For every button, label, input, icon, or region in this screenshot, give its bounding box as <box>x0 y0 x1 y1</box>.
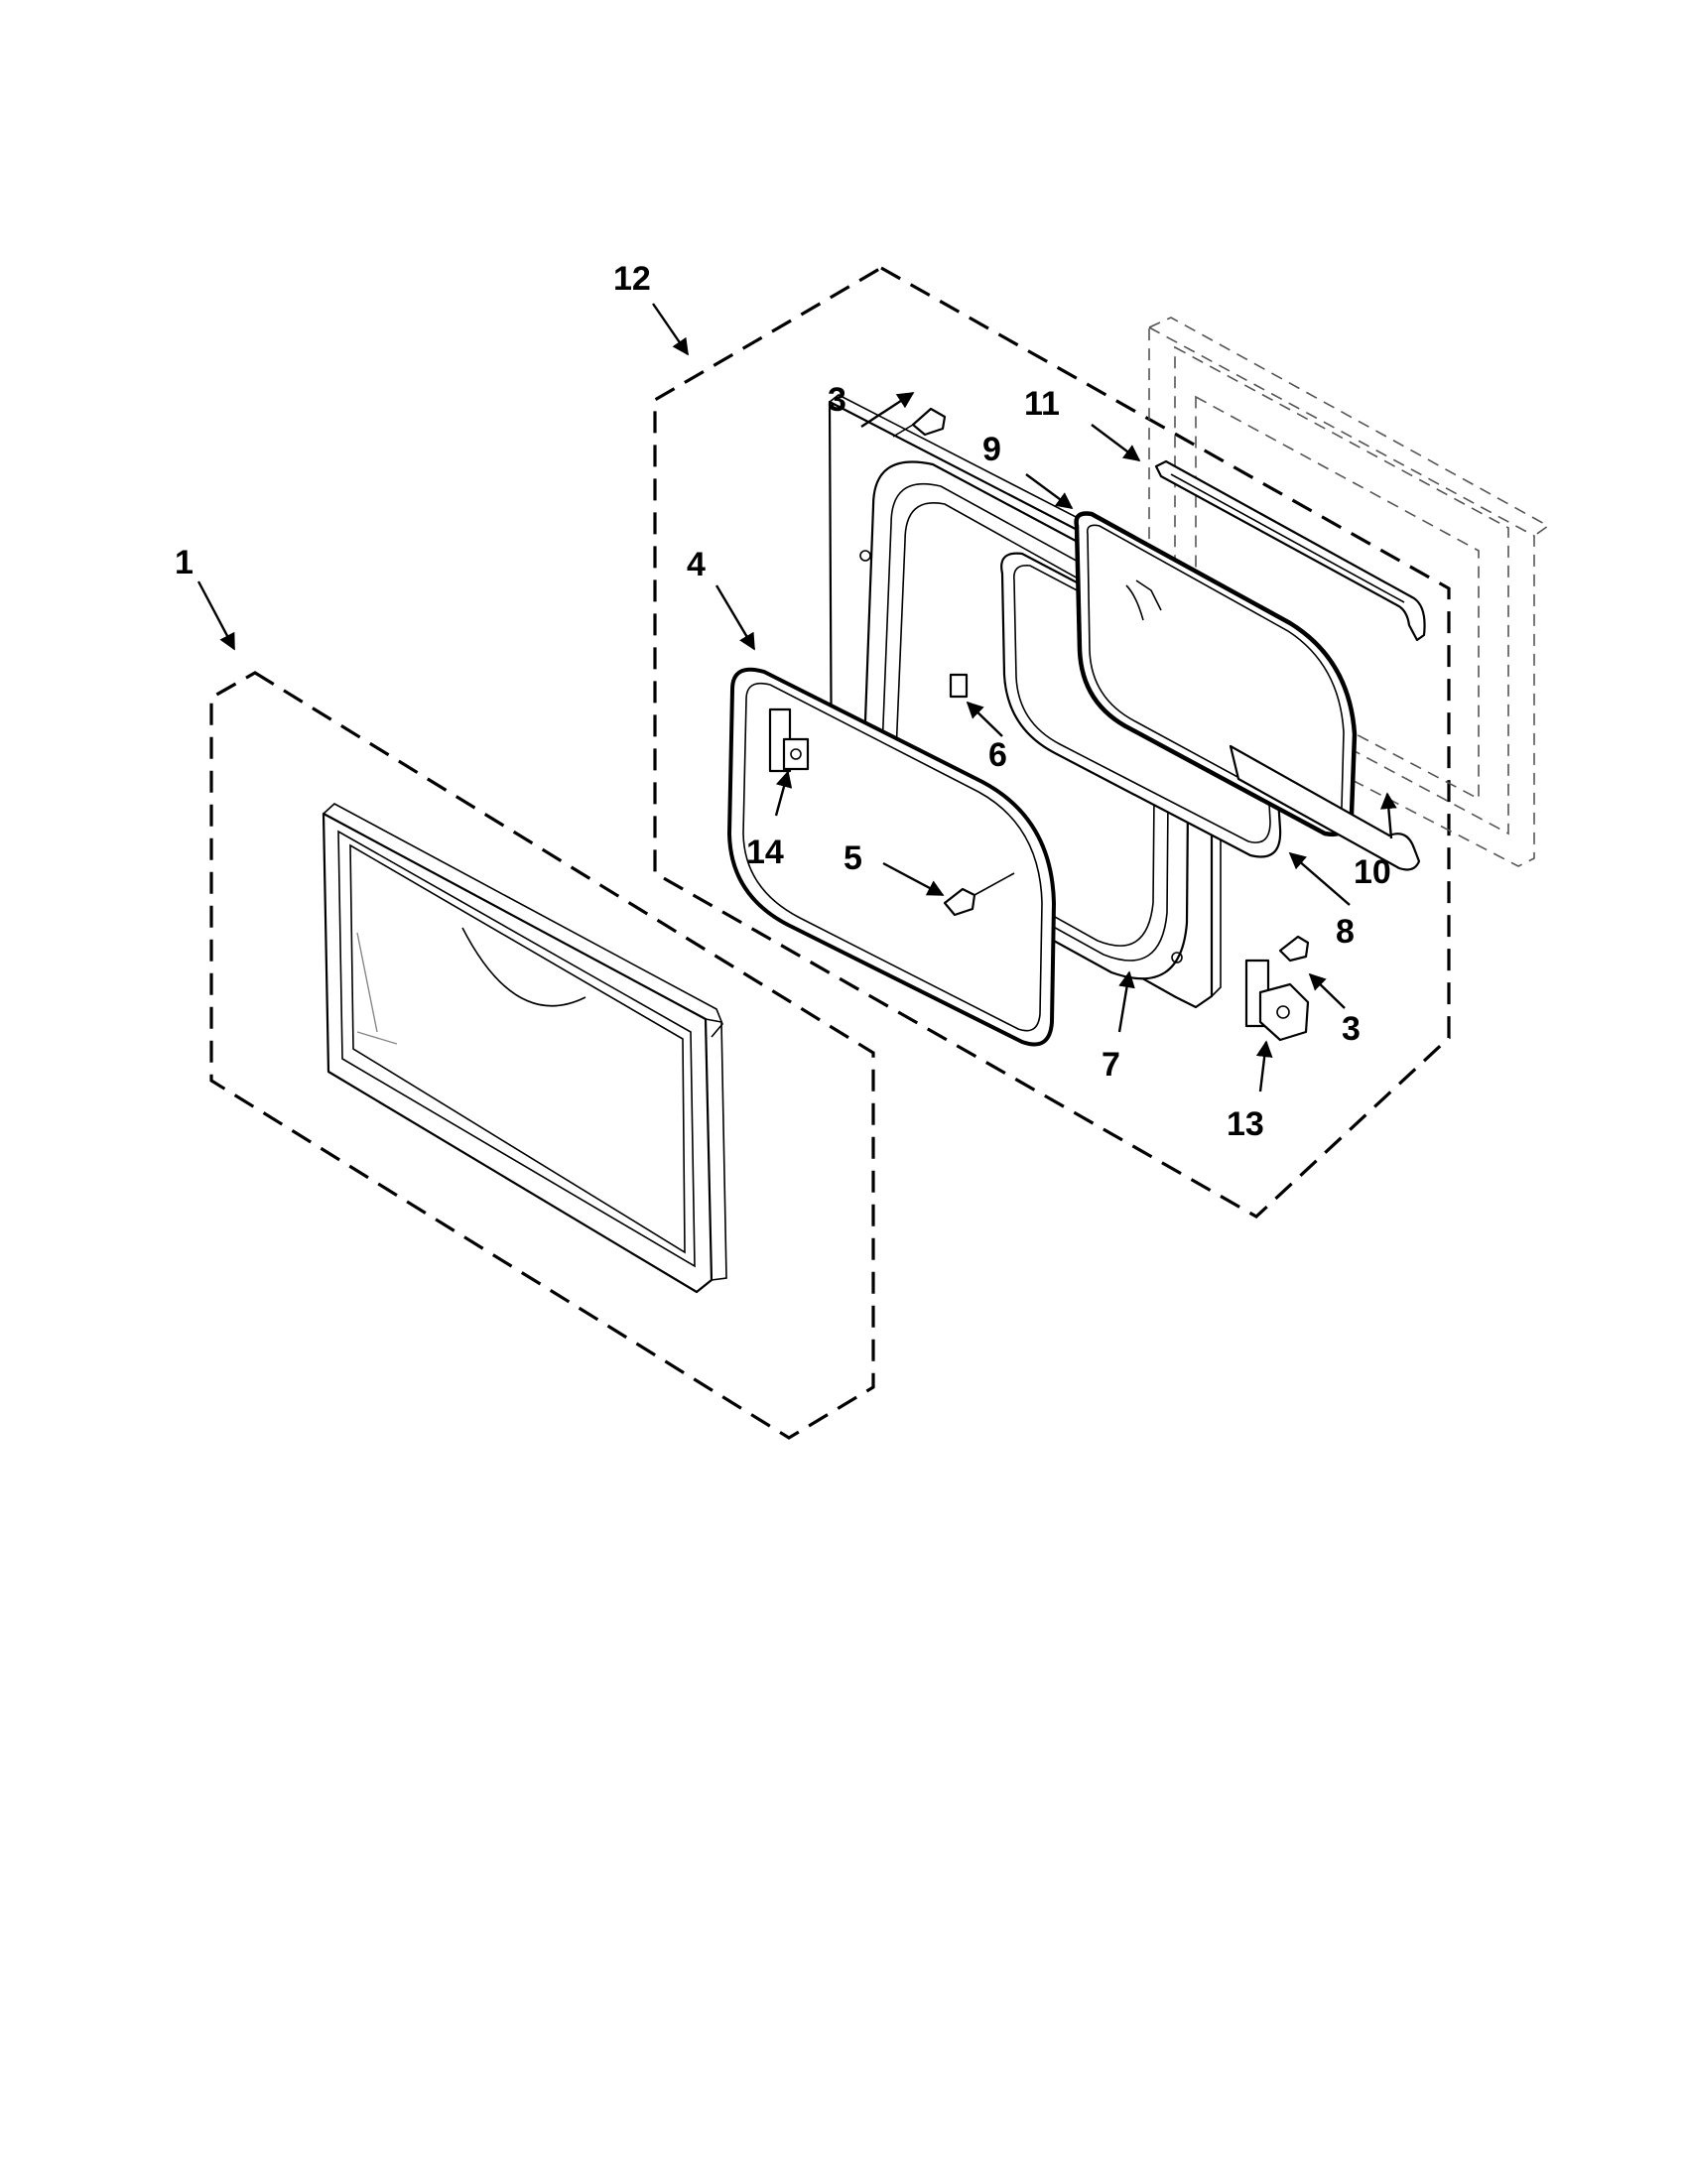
callout-4: 4 <box>687 546 706 583</box>
hinge-left-part <box>768 707 810 773</box>
part-12-enclosure <box>653 266 1451 1219</box>
leader-6 <box>966 701 1003 737</box>
leader-8 <box>1288 851 1351 906</box>
callout-9: 9 <box>982 431 1001 468</box>
screw-middle-part <box>943 872 1015 917</box>
seal-ring-part <box>727 667 1056 1047</box>
callout-11: 11 <box>1024 385 1060 423</box>
hinge-right-part <box>1244 959 1310 1042</box>
clip-part <box>949 673 969 699</box>
gasket-part <box>1074 511 1358 837</box>
part-1-enclosure <box>209 671 875 1440</box>
leader-14 <box>774 770 793 817</box>
leader-11 <box>1091 424 1141 462</box>
callout-13: 13 <box>1227 1105 1264 1143</box>
callout-5: 5 <box>844 839 862 877</box>
leader-5 <box>882 861 945 897</box>
leader-12 <box>652 303 689 356</box>
callout-1: 1 <box>175 544 194 581</box>
leader-13 <box>1255 1040 1273 1092</box>
callout-8: 8 <box>1336 913 1355 951</box>
door-panel-part <box>322 803 727 1294</box>
lower-trim-part <box>1125 579 1421 871</box>
callout-14: 14 <box>746 834 784 871</box>
callout-3-upper: 3 <box>828 381 846 419</box>
screw-right-part <box>1278 935 1310 963</box>
leader-9 <box>1025 473 1074 509</box>
leader-1 <box>196 580 236 651</box>
callout-labels: 1 12 3 4 14 5 6 7 8 9 10 11 13 3 <box>175 260 1391 1143</box>
leader-3b <box>1308 972 1346 1009</box>
leader-7 <box>1117 970 1135 1033</box>
leader-3a <box>860 391 915 429</box>
callout-7: 7 <box>1102 1046 1120 1084</box>
callout-10: 10 <box>1354 853 1391 891</box>
callout-6: 6 <box>988 736 1007 774</box>
leader-10b <box>1379 792 1397 839</box>
upper-trim-part <box>1154 459 1426 642</box>
gasket-inner <box>1086 524 1345 825</box>
callout-12: 12 <box>613 260 651 298</box>
leader-arrows <box>196 303 1397 1092</box>
callout-3-lower: 3 <box>1342 1010 1361 1048</box>
leader-4 <box>714 584 756 651</box>
screw-upper-part <box>892 407 947 438</box>
seal-ring-inner <box>742 682 1043 1032</box>
